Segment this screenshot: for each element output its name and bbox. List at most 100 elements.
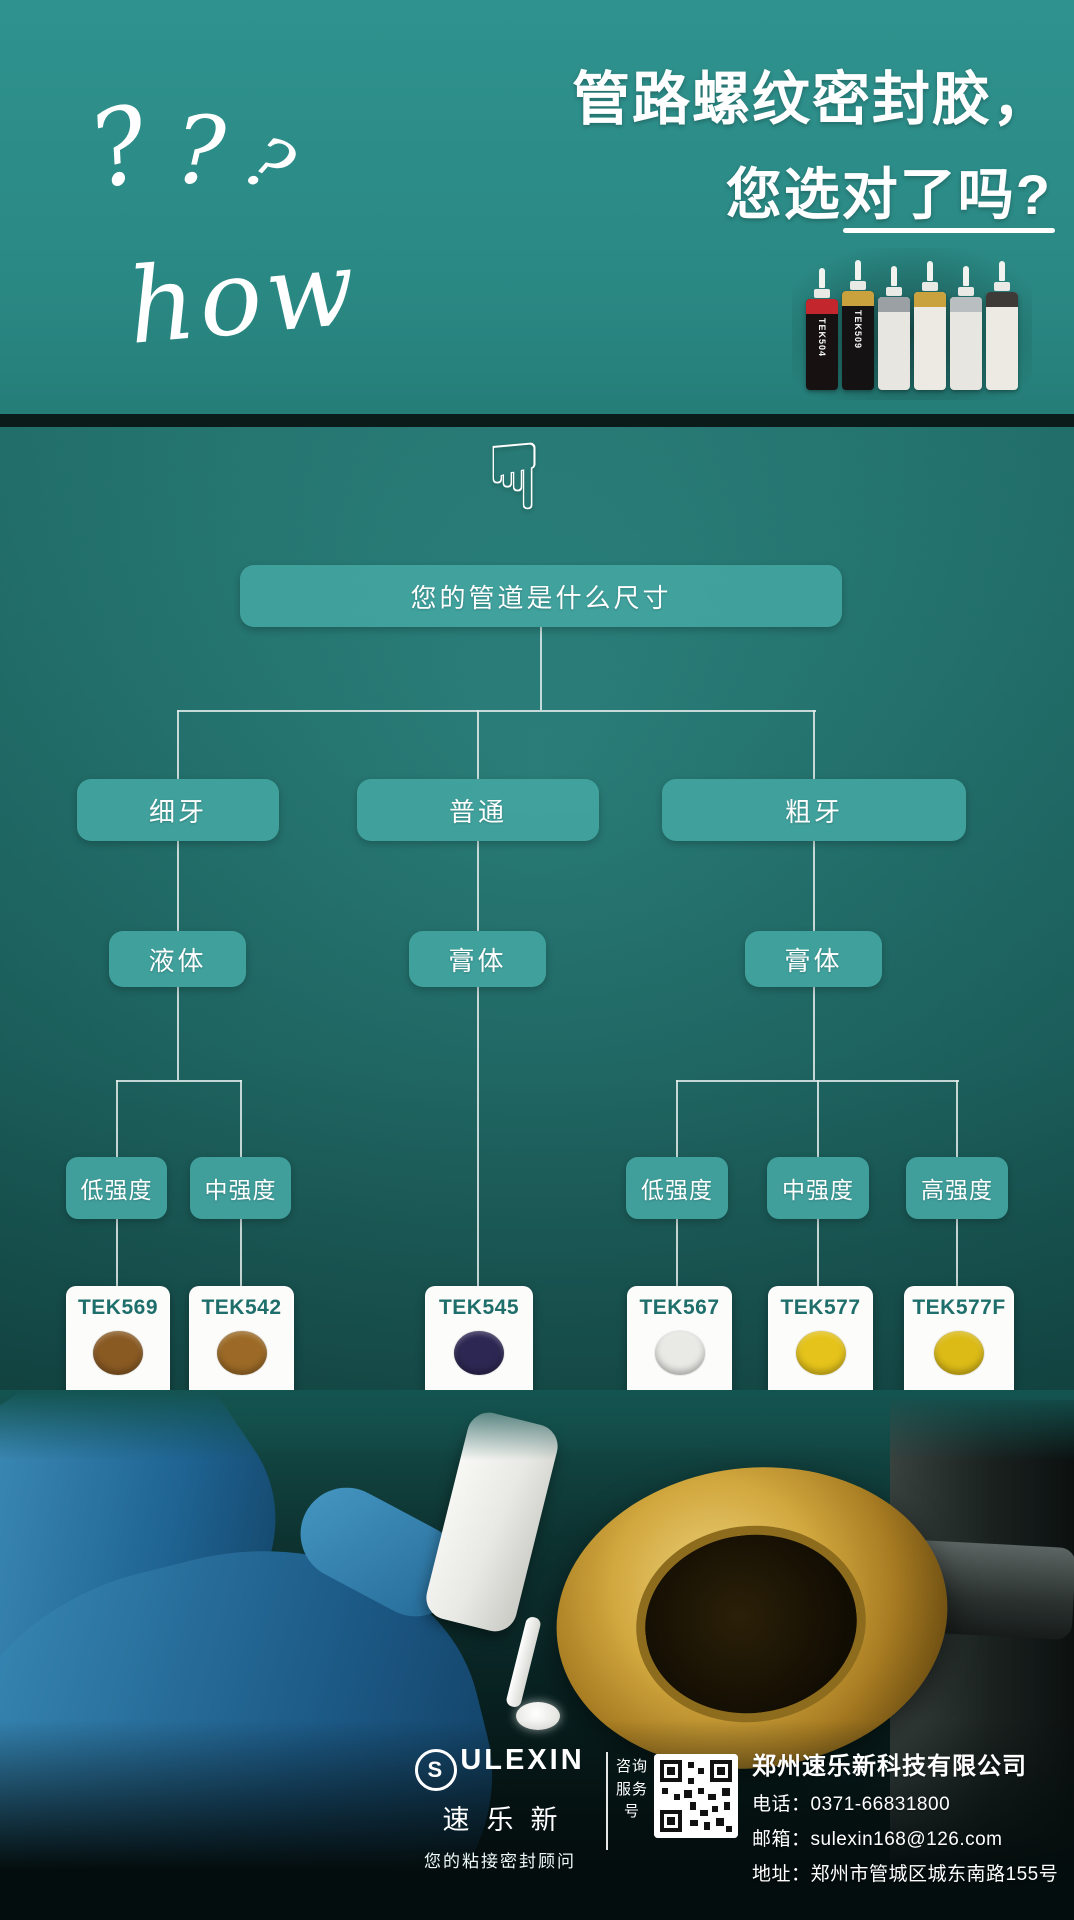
- qr-code: [654, 1754, 738, 1838]
- bottle-label: TEK504: [817, 318, 827, 358]
- connector-line: [177, 841, 179, 931]
- product-card-tek569: TEK569: [66, 1286, 170, 1403]
- bottle-label: TEK509: [853, 310, 863, 350]
- connector-line: [540, 627, 542, 710]
- connector-line: [116, 1080, 242, 1082]
- product-color-dot: [934, 1331, 984, 1375]
- product-name: TEK577: [780, 1296, 861, 1319]
- connector-line: [676, 1219, 678, 1286]
- bottle-nozzle: [855, 260, 861, 280]
- product-name: TEK569: [77, 1296, 159, 1319]
- bottle-label-band: [842, 291, 874, 306]
- product-bottle-6: [986, 261, 1018, 390]
- header-divider-band: [0, 414, 1074, 427]
- brand-chinese-name: 速乐新: [442, 1805, 575, 1835]
- bottle-body: [914, 292, 946, 390]
- bottle-nozzle: [891, 266, 897, 286]
- question-marks-doodle: ? ? ?: [78, 81, 307, 213]
- connector-line: [177, 710, 179, 779]
- company-name: 郑州速乐新科技有限公司: [752, 1753, 1027, 1780]
- product-name: TEK567: [639, 1296, 720, 1319]
- form-node-paste-normal: 膏体: [409, 931, 546, 987]
- branch-node-fine-thread: 细牙: [77, 779, 279, 841]
- photo-bottom-shade: [0, 1720, 1074, 1920]
- question-mark-1: ?: [78, 81, 162, 213]
- connector-line: [676, 1080, 678, 1157]
- connector-line: [177, 987, 179, 1080]
- company-info: 郑州速乐新科技有限公司 电话：0371-66831800 邮箱：sulexin1…: [752, 1746, 1064, 1886]
- qr-caption-line: 服务: [615, 1780, 648, 1798]
- connector-line: [813, 987, 815, 1080]
- product-color-dot: [216, 1331, 267, 1375]
- question-mark-3: ?: [231, 118, 308, 211]
- product-name: TEK577F: [912, 1296, 1006, 1319]
- strength-node-medium-right: 中强度: [767, 1157, 869, 1219]
- product-color-dot: [795, 1331, 846, 1375]
- form-node-liquid: 液体: [109, 931, 246, 987]
- question-mark-2: ?: [172, 96, 228, 207]
- product-card-tek577f: TEK577F: [904, 1286, 1014, 1403]
- headline: 管路螺纹密封胶， 您选对了吗?: [572, 52, 1052, 231]
- company-email: 邮箱：sulexin168@126.com: [752, 1829, 1003, 1850]
- qr-caption: 咨询 服务 号: [614, 1756, 650, 1824]
- connector-line: [813, 841, 815, 931]
- strength-node-medium-left: 中强度: [190, 1157, 291, 1219]
- qr-caption-line: 号: [623, 1803, 640, 1820]
- root-node-pipe-size: 您的管道是什么尺寸: [240, 565, 842, 627]
- branch-node-normal: 普通: [357, 779, 599, 841]
- connector-line: [116, 1219, 118, 1286]
- connector-line: [477, 987, 479, 1286]
- form-node-paste-coarse: 膏体: [745, 931, 882, 987]
- product-color-dot: [654, 1331, 705, 1375]
- connector-line: [817, 1080, 819, 1157]
- connector-line: [813, 710, 815, 779]
- company-phone: 电话：0371-66831800: [752, 1794, 951, 1815]
- strength-node-high-right: 高强度: [906, 1157, 1008, 1219]
- bottle-body: [986, 292, 1018, 390]
- bottle-label-band: [806, 299, 838, 314]
- product-bottle-3: [878, 266, 910, 390]
- product-bottle-5: [950, 266, 982, 390]
- bottle-cap: [994, 282, 1010, 291]
- headline-line1: 管路螺纹密封胶，: [571, 67, 1052, 132]
- bottle-label-band: [986, 292, 1018, 307]
- product-name: TEK542: [201, 1296, 282, 1319]
- bottle-cap: [814, 289, 830, 298]
- qr-caption-line: 咨询: [615, 1758, 648, 1775]
- brand-logo-mark: S: [415, 1749, 458, 1791]
- brand-latin-text: ULEXIN: [460, 1744, 585, 1776]
- bottle-nozzle: [999, 261, 1005, 281]
- bottle-body: [878, 297, 910, 390]
- bottle-body: TEK509: [842, 291, 874, 390]
- product-card-tek542: TEK542: [189, 1286, 294, 1403]
- product-color-dot: [93, 1331, 143, 1375]
- application-photo: [0, 1390, 1074, 1920]
- product-bottle-2: TEK509: [842, 260, 874, 390]
- bottle-nozzle: [819, 268, 825, 288]
- bottle-nozzle: [927, 261, 933, 281]
- bottle-body: TEK504: [806, 299, 838, 390]
- bottle-body: [950, 297, 982, 390]
- bottle-cap: [886, 287, 902, 296]
- product-card-tek577: TEK577: [768, 1286, 873, 1403]
- company-address: 地址：郑州市管城区城东南路155号: [752, 1864, 1059, 1885]
- header-band: ? ? ? how 管路螺纹密封胶， 您选对了吗? TEK504 TEK509: [0, 0, 1074, 414]
- photo-top-fade: [0, 1390, 1074, 1460]
- product-name: TEK545: [438, 1296, 520, 1319]
- product-card-tek567: TEK567: [627, 1286, 732, 1403]
- product-card-tek545: TEK545: [425, 1286, 533, 1403]
- bottle-label-band: [950, 297, 982, 312]
- footer-divider: [606, 1752, 608, 1850]
- strength-node-low-left: 低强度: [66, 1157, 167, 1219]
- connector-line: [240, 1080, 242, 1157]
- how-doodle-text: how: [123, 226, 364, 368]
- pointing-hand-down-icon: ☟: [486, 424, 543, 531]
- strength-node-low-right: 低强度: [626, 1157, 728, 1219]
- connector-line: [956, 1080, 958, 1157]
- bottle-nozzle: [963, 266, 969, 286]
- bottle-cap: [922, 282, 938, 291]
